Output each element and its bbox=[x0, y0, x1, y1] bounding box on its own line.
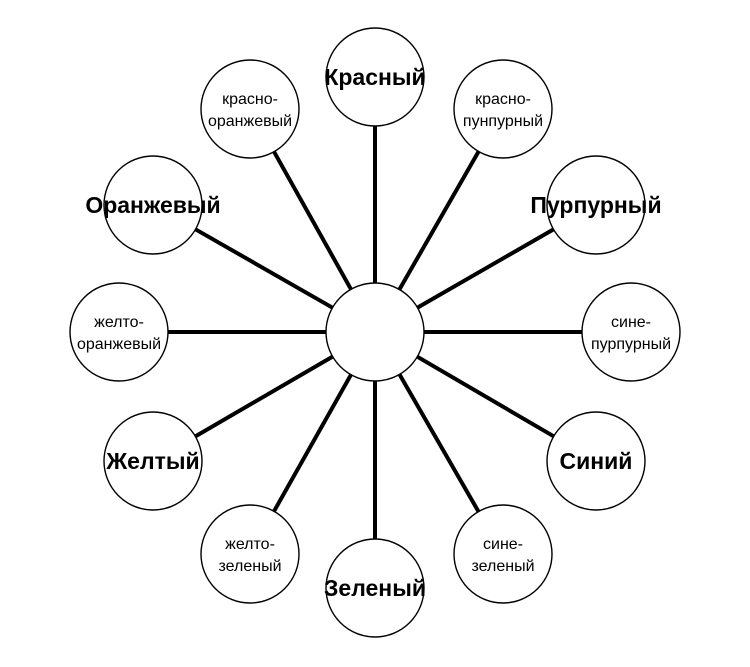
spoke-red-orange bbox=[272, 150, 353, 291]
node-green: Зеленый bbox=[324, 538, 426, 638]
node-label-red: Красный bbox=[324, 64, 425, 90]
node-label-line: пурпурный bbox=[591, 336, 671, 353]
node-red: Красный bbox=[324, 27, 426, 127]
node-label-green: Зеленый bbox=[324, 575, 426, 601]
node-red-orange: красно-оранжевый bbox=[200, 59, 300, 159]
node-label-line: красно- bbox=[475, 91, 531, 108]
node-circle-blue bbox=[546, 411, 646, 511]
spoke-blue-green bbox=[397, 373, 481, 513]
node-label-yellow-green: желто-зеленый bbox=[218, 536, 281, 575]
node-yellow-green: желто-зеленый bbox=[200, 504, 300, 604]
spoke-blue bbox=[416, 354, 555, 439]
node-circle-yellow-green bbox=[200, 504, 300, 604]
node-blue: Синий bbox=[546, 411, 646, 511]
node-circle-purple bbox=[546, 155, 646, 255]
node-yellow: Желтый bbox=[103, 411, 203, 511]
node-yellow-orange: желто-оранжевый bbox=[69, 282, 169, 382]
node-red-purple: красно-пунпурный bbox=[453, 59, 553, 159]
node-label-line: пунпурный bbox=[463, 113, 543, 130]
node-label-line: Желтый bbox=[105, 448, 199, 474]
node-label-line: Зеленый bbox=[324, 575, 426, 601]
node-circle-yellow bbox=[103, 411, 203, 511]
spoke-yellow-green bbox=[272, 373, 353, 513]
node-label-line: Пурпурный bbox=[530, 192, 661, 218]
node-label-purple: Пурпурный bbox=[530, 192, 661, 218]
node-orange: Оранжевый bbox=[85, 155, 221, 255]
node-label-yellow-orange: желто-оранжевый bbox=[77, 314, 161, 353]
node-label-line: желто- bbox=[225, 536, 275, 553]
node-circle-red-purple bbox=[453, 59, 553, 159]
node-label-line: зеленый bbox=[218, 558, 281, 575]
node-label-yellow: Желтый bbox=[105, 448, 199, 474]
spoke-orange bbox=[194, 227, 334, 310]
spokes bbox=[168, 126, 582, 539]
node-circle-orange bbox=[103, 155, 203, 255]
node-label-blue-purple: сине-пурпурный bbox=[591, 314, 671, 353]
node-circle-blue-purple bbox=[581, 282, 681, 382]
node-label-red-purple: красно-пунпурный bbox=[463, 91, 543, 130]
node-circle-red-orange bbox=[200, 59, 300, 159]
node-label-blue: Синий bbox=[560, 448, 633, 474]
node-circle-green bbox=[325, 538, 425, 638]
node-label-line: красно- bbox=[222, 91, 278, 108]
node-label-line: Оранжевый bbox=[85, 192, 220, 218]
node-circle-yellow-orange bbox=[69, 282, 169, 382]
node-label-line: сине- bbox=[611, 314, 651, 331]
node-label-red-orange: красно-оранжевый bbox=[208, 91, 292, 130]
node-label-line: Красный bbox=[324, 64, 425, 90]
node-blue-green: сине-зеленый bbox=[453, 504, 553, 604]
node-circle-red bbox=[325, 27, 425, 127]
node-label-line: зеленый bbox=[471, 558, 534, 575]
node-purple: Пурпурный bbox=[530, 155, 662, 255]
node-circle-blue-green bbox=[453, 504, 553, 604]
node-label-line: оранжевый bbox=[77, 336, 161, 353]
spoke-red-purple bbox=[397, 150, 481, 291]
spoke-purple bbox=[416, 227, 555, 310]
node-label-orange: Оранжевый bbox=[85, 192, 220, 218]
node-blue-purple: сине-пурпурный bbox=[581, 282, 681, 382]
node-label-line: Синий bbox=[560, 448, 633, 474]
node-label-line: сине- bbox=[483, 536, 523, 553]
node-label-line: желто- bbox=[94, 314, 144, 331]
center-hub bbox=[325, 282, 425, 382]
spoke-yellow bbox=[194, 354, 334, 439]
node-label-line: оранжевый bbox=[208, 113, 292, 130]
node-label-blue-green: сине-зеленый bbox=[471, 536, 534, 575]
